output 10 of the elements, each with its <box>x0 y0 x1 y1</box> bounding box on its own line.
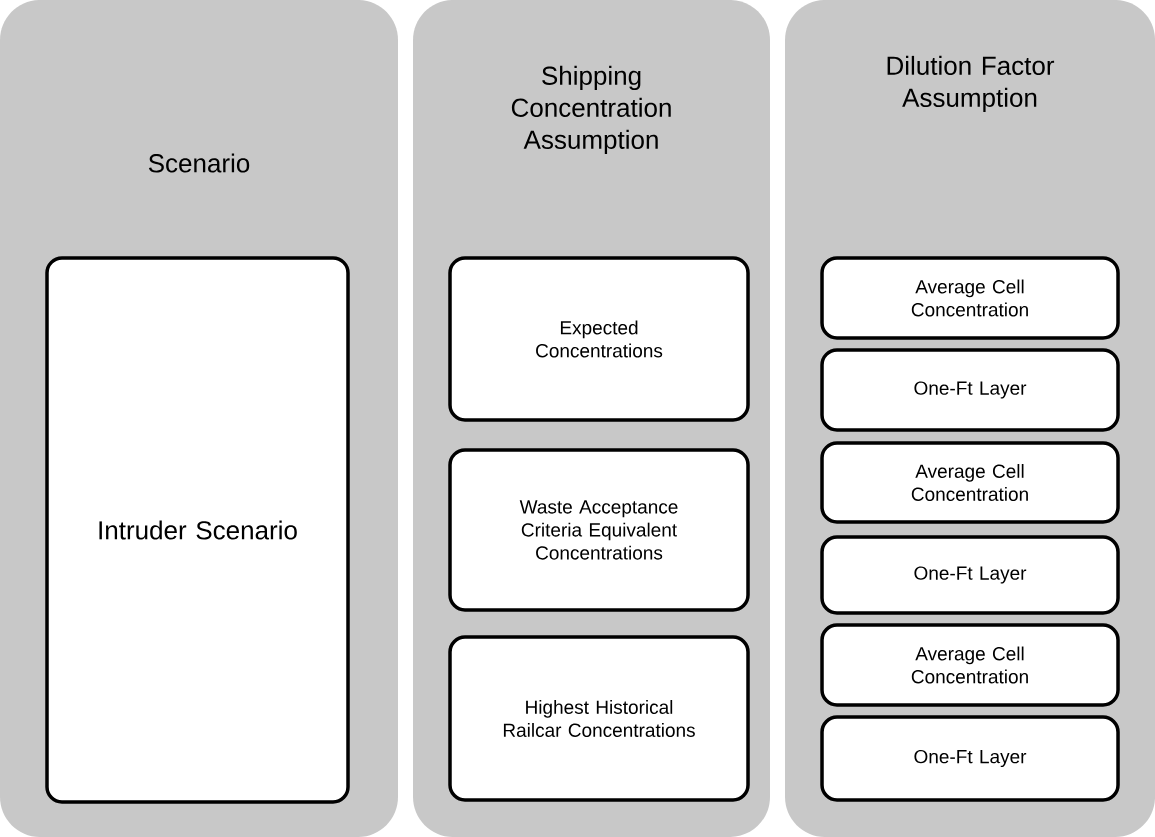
text-box: Intruder Scenario <box>45 256 350 804</box>
text-box: Expected Concentrations <box>448 256 750 422</box>
text-box: One-Ft Layer <box>820 715 1120 802</box>
text-box: Waste Acceptance Criteria Equivalent Concentrations <box>448 448 750 612</box>
text-box: Average Cell Concentration <box>820 441 1120 524</box>
text-box: Average Cell Concentration <box>820 256 1120 340</box>
text-box: Highest Historical Railcar Concentrations <box>448 635 750 802</box>
text-box: One-Ft Layer <box>820 348 1120 432</box>
text-box: One-Ft Layer <box>820 535 1120 615</box>
text-box: Average Cell Concentration <box>820 623 1120 707</box>
